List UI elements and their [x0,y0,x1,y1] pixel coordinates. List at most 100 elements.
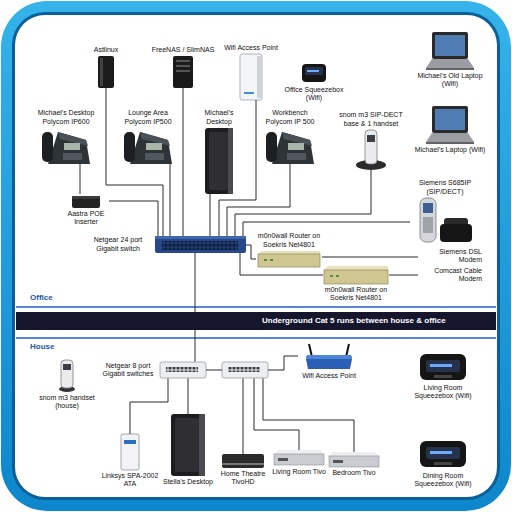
network-cable [130,378,168,434]
poe-injector-icon [72,196,100,199]
device-label: Michael's Desktop [193,109,245,126]
app-frame [12,12,500,500]
device-label: Michael's Laptop (Wifi) [414,146,486,154]
network-cable [246,245,256,259]
laptop-icon [426,32,474,70]
dect-phone-icon [423,217,433,233]
ata-icon [124,440,136,444]
tivo-icon [222,454,264,468]
phone-node: Workbench Polycom IP 500 [264,109,316,164]
squeezebox-node: Dining Room Squeezebox (Wifi) [408,438,478,489]
desktop-tower-icon [199,414,205,476]
desktop-tower-icon [228,128,233,194]
switch-icon [162,241,238,250]
desktop-tower-icon [175,418,199,472]
network-cable [235,170,371,236]
network-cable [243,378,244,454]
dect-base-node: snom m3 SIP-DECT base & 1 handset [338,111,404,170]
dect-base-icon [367,135,375,142]
tivo-icon [274,450,324,465]
tivo-node: Bedroom Tivo [329,452,379,477]
tivo-icon [222,454,264,468]
device-label: Netgear 8 port Gigabit switches [100,362,156,379]
access-point-icon [257,56,261,98]
desktop-tower-icon [205,128,233,194]
server-icon [100,58,103,86]
router-icon [258,254,320,267]
conduit-band: Underground Cat 5 runs between house & o… [16,312,496,330]
switch-icon [166,367,198,372]
tivo-node: Home Theatre TivoHD [219,454,267,487]
desk-phone-icon [42,132,90,164]
nas-icon [176,60,190,62]
zone-divider [16,306,496,308]
device-label: FreeNAS / SlimNAS [147,46,219,54]
desk-phone-icon [266,132,314,164]
tivo-node: Living Room Tivo [271,450,327,476]
device-label: snom m3 SIP-DECT base & 1 handset [338,111,404,128]
switch-icon [206,370,222,371]
nas-icon [173,56,193,88]
network-cable [263,378,354,452]
laptop-icon [426,106,474,144]
dect-phone-icon [423,203,433,213]
nas-icon [176,70,190,72]
dect-handset-icon [59,360,75,392]
zone-divider [16,337,496,339]
squeezebox-node: Office Squeezebox (Wifi) [282,62,346,103]
switch-icon [160,362,206,378]
access-point-icon [240,54,262,100]
device-label: snom m3 handset (house) [38,394,96,411]
switch-icon [228,367,260,372]
zone-label: Office [30,293,53,302]
nas-node: FreeNAS / SlimNAS [147,46,219,88]
switch-icon [222,362,268,378]
squeezebox-icon [302,64,326,82]
network-cable [227,164,290,236]
access-point-node: Wifi Access Point [298,344,360,380]
device-label: Comcast Cable Modem [418,267,482,284]
desktop-tower-icon [209,132,228,190]
laptop-node: Michael's Old Laptop (Wifi) [414,32,486,89]
network-cable [195,253,196,362]
device-label: Netgear 24 port Gigabit switch [85,236,151,253]
nas-icon [173,56,193,88]
modem-node: Siemens DSL Modem [418,248,482,265]
network-cable [389,275,418,276]
dect-handset-icon [61,360,73,388]
device-label: Wifi Access Point [298,372,360,380]
network-cable [254,378,299,450]
desktop-tower-icon [205,128,233,194]
app-frame [15,15,497,497]
device-label: m0n0wall Router on Soekris Net4801 [323,286,389,303]
network-cable [183,88,184,236]
switch-icon [155,236,246,253]
network-cable [240,253,323,275]
network-cable [80,164,81,194]
desktop-node: Michael's Desktop [193,109,245,194]
device-label: Home Theatre TivoHD [219,470,267,487]
device-label: Bedroom Tivo [329,469,379,477]
wifi-router-icon [306,344,352,369]
router-icon [324,266,388,270]
switch-icon [155,236,246,239]
access-point-node: Wifi Access Point [220,44,282,100]
server-icon [98,56,114,88]
device-label: m0n0wall Router on Soekris Net4801 [256,232,322,249]
dect-base-icon [356,130,386,170]
dect-phone-icon [420,198,472,242]
router-icon [336,275,339,277]
server-node: Astlinux [84,46,128,88]
router-node: m0n0wall Router on Soekris Net4801 [323,266,389,303]
switch-node: Netgear 24 port Gigabit switch [85,236,246,253]
device-label: Office Squeezebox (Wifi) [282,86,346,103]
phone-node: Lounge Area Polycom IP500 [121,109,175,164]
tivo-icon [329,452,379,467]
device-label: Siemens S685IP (SIP/DECT) [410,179,480,196]
router-node: m0n0wall Router on Soekris Net4801 [256,232,322,267]
router-icon [324,270,388,284]
device-label: Living Room Tivo [271,468,327,476]
device-label: Living Room Squeezebox (Wifi) [408,384,478,401]
squeezebox-icon [302,64,326,82]
